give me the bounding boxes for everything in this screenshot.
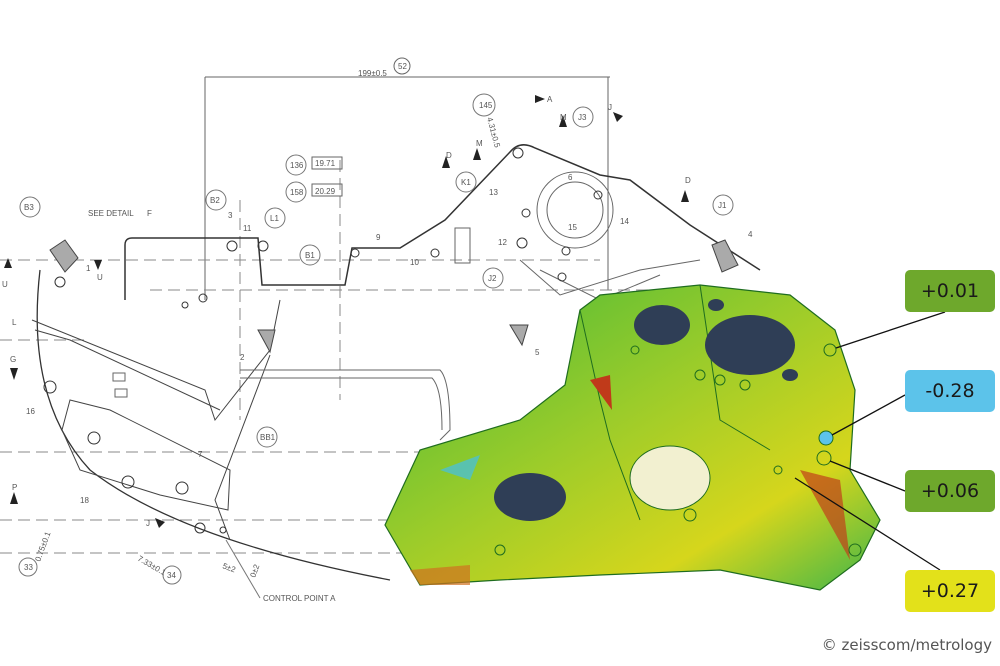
point-number: 3 <box>228 211 233 220</box>
balloon-label: K1 <box>461 178 471 187</box>
balloon-label: J1 <box>718 201 727 210</box>
section-label: U <box>2 280 8 289</box>
bore-hole <box>634 305 690 345</box>
deviation-callout: +0.06 <box>905 470 995 512</box>
deviation-value: +0.06 <box>920 480 980 502</box>
dim-value: 0±2 <box>248 563 261 579</box>
point-number: 15 <box>568 223 577 232</box>
bore-hole <box>705 315 795 375</box>
deviation-callout: +0.27 <box>905 570 995 612</box>
bore-hole <box>494 473 566 521</box>
point-number: 7 <box>198 450 203 459</box>
point-number: 6 <box>568 173 573 182</box>
section-label: D <box>685 176 691 185</box>
point-number: 9 <box>376 233 381 242</box>
deviation-value: -0.28 <box>925 380 975 402</box>
balloon-label: 33 <box>24 563 33 572</box>
dim-value: 5±2 <box>221 561 237 574</box>
deviation-callout: +0.01 <box>905 270 995 312</box>
dim-value: 20.29 <box>315 187 336 196</box>
dim-value: 7.33±0.1 <box>136 554 168 578</box>
copyright-credit: © zeisscom/metrology <box>821 636 992 654</box>
note: F <box>147 209 152 218</box>
note: SEE DETAIL <box>88 209 134 218</box>
deviation-value: +0.01 <box>920 280 980 302</box>
part-outline <box>124 144 761 300</box>
deviation-value: +0.27 <box>920 580 980 602</box>
point-number: 1 <box>86 264 91 273</box>
balloon-label: B3 <box>24 203 34 212</box>
section-label: G <box>10 355 16 364</box>
section-label: A <box>547 95 553 104</box>
dim-label: 199±0.5 <box>358 69 387 78</box>
point-number: 14 <box>620 217 629 226</box>
balloon <box>393 57 411 75</box>
section-label: P <box>12 483 17 492</box>
point-number: 12 <box>498 238 507 247</box>
section-label: L <box>12 318 17 327</box>
balloon-label: 158 <box>290 188 304 197</box>
point-number: 4 <box>748 230 753 239</box>
balloon-label: 136 <box>290 161 304 170</box>
balloon-label: B2 <box>210 196 220 205</box>
point-number: 16 <box>26 407 35 416</box>
point-number: 11 <box>243 224 252 233</box>
balloon-label: BB1 <box>260 433 276 442</box>
balloon-label: J2 <box>488 274 497 283</box>
point-number: 10 <box>410 258 419 267</box>
balloon-label: 145 <box>479 101 493 110</box>
section-label: M <box>476 139 483 148</box>
balloon-label: J3 <box>578 113 587 122</box>
balloon-label: 34 <box>167 571 176 580</box>
section-label: U <box>97 273 103 282</box>
section-label: M <box>560 113 567 122</box>
section-label: J <box>146 519 150 528</box>
scanned-part-colormap <box>384 284 881 591</box>
point-number: 13 <box>489 188 498 197</box>
control-point-label: CONTROL POINT A <box>263 594 336 603</box>
dim-value: 0.75±0.1 <box>33 530 52 563</box>
balloon-label: L1 <box>270 214 279 223</box>
point-number: 18 <box>80 496 89 505</box>
section-label: J <box>608 103 612 112</box>
section-label: D <box>446 151 452 160</box>
point-number: 2 <box>240 353 245 362</box>
dim-value: 4.31±0.5 <box>485 116 502 149</box>
point-number: 5 <box>535 348 540 357</box>
balloon-label: 52 <box>398 62 407 71</box>
through-hole <box>629 445 711 511</box>
callout-leaders <box>794 311 946 571</box>
balloon-label: B1 <box>305 251 315 260</box>
deviation-callout: -0.28 <box>905 370 995 412</box>
dim-value: 19.71 <box>315 159 336 168</box>
